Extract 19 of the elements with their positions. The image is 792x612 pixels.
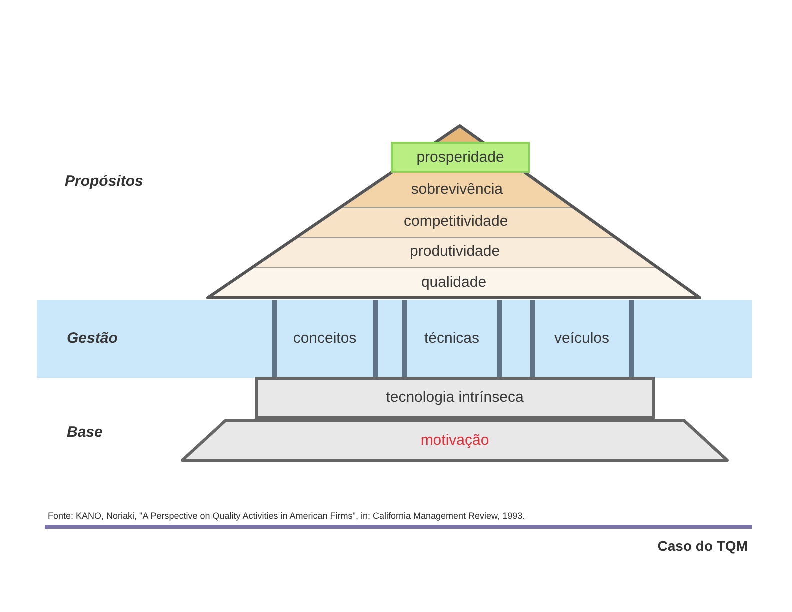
section-label: Base (67, 424, 103, 442)
base-platform (180, 419, 730, 462)
source-note: Fonte: KANO, Noriaki, "A Perspective on Quality Activities in American Firms", in: California Management Review, 1993. (48, 511, 526, 522)
base-text: motivação (420, 432, 490, 450)
goal-box (391, 142, 530, 173)
roof-band-text: competitividade (404, 213, 508, 231)
section-label: Propósitos (65, 173, 144, 190)
roof-band-text: sobrevivência (411, 181, 504, 199)
pillar-text: técnicas (424, 330, 480, 348)
roof-band-text: qualidade (421, 274, 487, 292)
section-label: Gestão (67, 330, 118, 348)
footer-title: Caso do TQM (658, 538, 748, 554)
pillar-text: conceitos (293, 330, 357, 348)
foundation-box (255, 377, 655, 419)
pillar-text: veículos (554, 330, 610, 348)
goal-text: prosperidade (416, 148, 504, 166)
roof-band-text: produtividade (410, 243, 500, 261)
foundation-text: tecnologia intrínseca (386, 389, 524, 407)
management-band (37, 300, 752, 378)
